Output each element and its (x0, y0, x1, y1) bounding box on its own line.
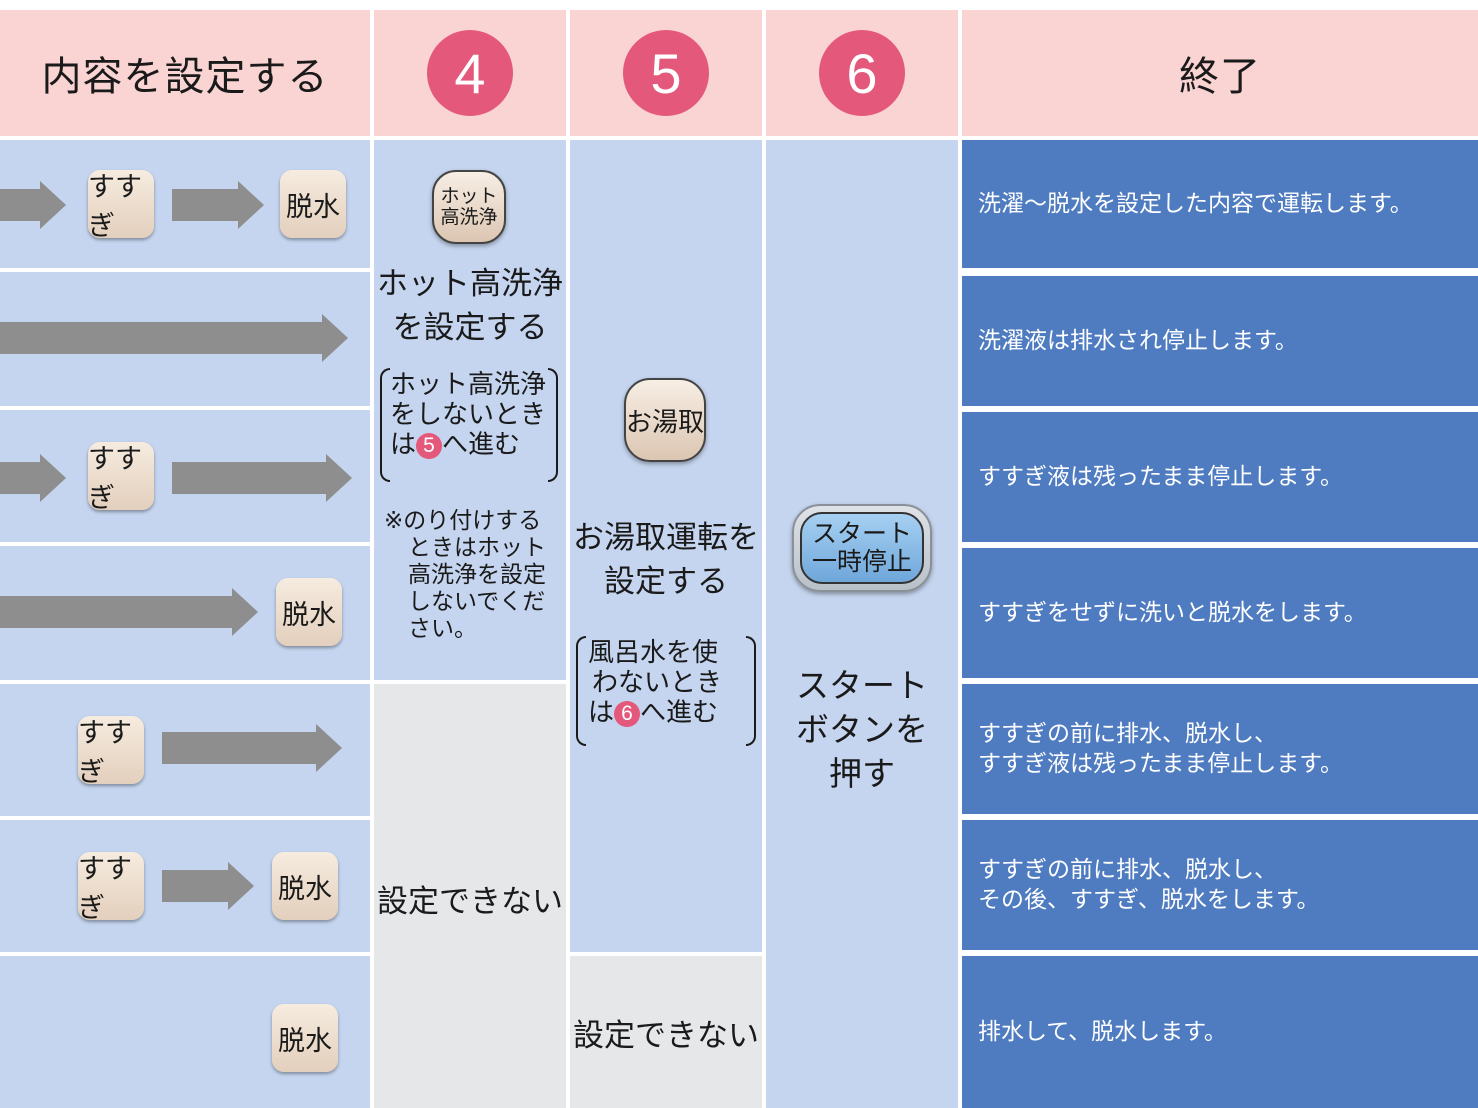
rinse-button: すすぎ (88, 170, 154, 242)
hot-high-wash-button-line1: ホット (440, 185, 498, 207)
spin-button: 脱水 (272, 852, 338, 920)
step-6-mini-badge: 6 (614, 700, 641, 727)
col4-caution: ※のり付けする ときはホット 高洗浄を設定 しないでくだ さい。 (384, 508, 546, 642)
col6-title: スタート ボタンを 押す (796, 666, 928, 793)
result-row-4: すすぎをせずに洗いと脱水をします。 (962, 548, 1478, 678)
rinse-button: すすぎ (88, 442, 154, 514)
header-step5: 5 (570, 10, 762, 136)
flow-arrow (0, 454, 66, 502)
step-5-badge: 5 (623, 30, 709, 116)
flow-arrow (0, 181, 66, 229)
col4-title: ホット高洗浄 を設定する (377, 266, 563, 346)
rinse-button: すすぎ (78, 716, 144, 788)
start-pause-button: スタート 一時停止 (792, 504, 932, 592)
spin-button: 脱水 (280, 170, 346, 238)
flow-arrow (172, 181, 264, 229)
start-button-line1: スタート (811, 519, 912, 548)
flow-arrow (162, 862, 254, 910)
result-row-6: すすぎの前に排水、脱水し、 その後、すすぎ、脱水をします。 (962, 820, 1478, 950)
step-6-badge: 6 (819, 30, 905, 116)
hot-high-wash-button: ホット 高洗浄 (432, 170, 506, 244)
hot-high-wash-button-line2: 高洗浄 (440, 206, 498, 228)
flow-arrow (0, 314, 350, 362)
step-5-mini-badge: 5 (416, 432, 443, 459)
result-row-2: 洗濯液は排水され停止します。 (962, 276, 1478, 406)
bath-water-button-label: お湯取 (626, 407, 705, 438)
col4-unavailable: 設定できない (377, 884, 563, 920)
start-button-line2: 一時停止 (811, 547, 912, 576)
result-row-3: すすぎ液は残ったまま停止します。 (962, 412, 1478, 542)
col5-enabled (570, 140, 762, 952)
header-settings: 内容を設定する (0, 10, 370, 136)
result-row-1: 洗濯〜脱水を設定した内容で運転します。 (962, 140, 1478, 268)
rinse-button: すすぎ (78, 852, 144, 924)
col5-unavailable: 設定できない (573, 1018, 759, 1054)
result-row-7: 排水して、脱水します。 (962, 956, 1478, 1108)
spin-button: 脱水 (272, 1004, 338, 1072)
flow-arrow (162, 724, 342, 772)
col5-title: お湯取運転を 設定する (573, 520, 759, 600)
header-step4: 4 (374, 10, 566, 136)
header-title: 内容を設定する (41, 54, 329, 100)
spin-button: 脱水 (276, 578, 342, 646)
header-end: 終了 (962, 10, 1478, 136)
header-step6: 6 (766, 10, 958, 136)
header-end-label: 終了 (1179, 54, 1261, 100)
step-4-badge: 4 (427, 30, 513, 116)
bath-water-button: お湯取 (624, 378, 706, 462)
col5-disabled (570, 956, 762, 1108)
flow-arrow (0, 588, 260, 636)
col6-enabled (766, 140, 958, 1108)
col4-disabled (374, 684, 566, 1108)
result-row-5: すすぎの前に排水、脱水し、 すすぎ液は残ったまま停止します。 (962, 684, 1478, 814)
flow-arrow (172, 454, 352, 502)
